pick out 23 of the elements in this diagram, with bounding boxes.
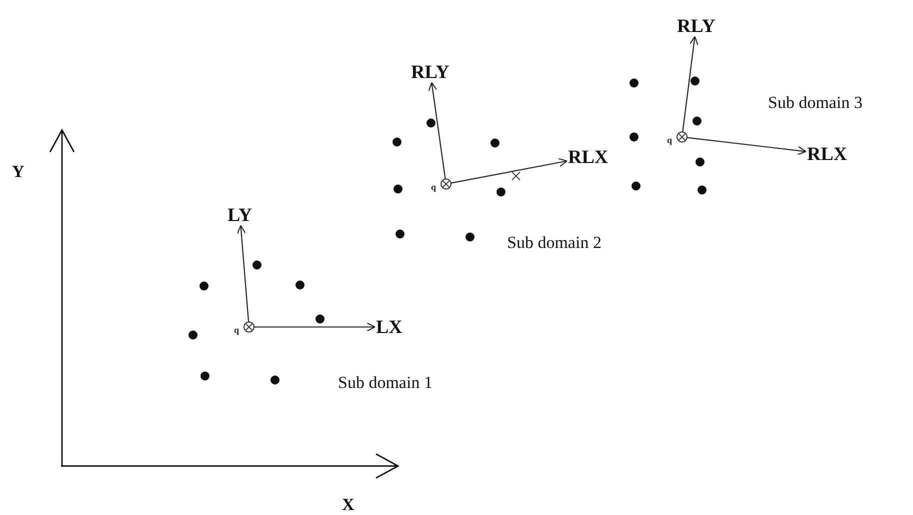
axis-label: RLY	[411, 62, 450, 82]
axis-label: LX	[376, 318, 402, 336]
point-label: q	[431, 183, 436, 192]
axis-label: RLX	[568, 148, 608, 166]
axis-label: RLX	[807, 144, 848, 164]
axis-arrow	[450, 158, 568, 184]
axis-arrow	[682, 36, 698, 132]
axis-arrow	[254, 322, 376, 332]
point-label: q	[234, 326, 240, 335]
axis-label: RLY	[677, 16, 716, 36]
origin-marker	[440, 178, 452, 190]
axis-label: LY	[228, 206, 252, 224]
origin-marker	[676, 131, 688, 143]
axis-label: Y	[12, 163, 24, 180]
origin-marker	[243, 321, 255, 333]
point-label: q	[667, 136, 672, 145]
axis-arrow	[686, 137, 807, 156]
region-label: Sub domain 3	[768, 94, 862, 111]
region-label: Sub domain 2	[507, 234, 602, 251]
axis-label: X	[342, 496, 354, 513]
region-label: Sub domain 1	[338, 374, 432, 391]
axis-arrow	[428, 82, 446, 180]
axis-arrow	[236, 224, 250, 322]
